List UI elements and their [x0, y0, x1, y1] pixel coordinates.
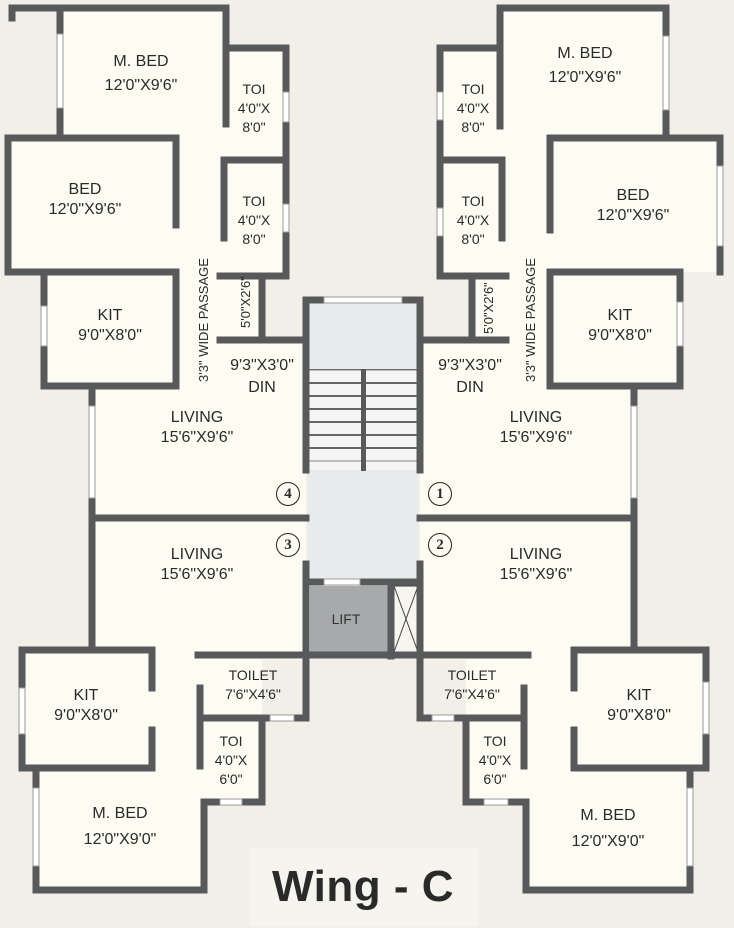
tr-din-label: 9'3"X3'0" DIN: [438, 356, 502, 398]
stair-divider: [361, 369, 366, 471]
flat-number-2: 2: [428, 533, 452, 557]
room-size: 4'0"X 8'0": [456, 212, 490, 247]
room-size: 4'0"X 8'0": [237, 100, 271, 135]
room-size: 9'0"X8'0": [54, 707, 118, 724]
room-name: TOI: [483, 733, 507, 749]
room-name: TOI: [461, 81, 485, 97]
room-size: 4'0"X 6'0": [214, 752, 248, 787]
room-name: KIT: [607, 307, 633, 324]
room-size: 9'3"X3'0": [438, 357, 502, 374]
tr-kit-label: KIT 9'0"X8'0": [588, 306, 652, 346]
room-name: M. BED: [92, 805, 148, 822]
room-name: DIN: [456, 379, 484, 396]
br-kit-label: KIT 9'0"X8'0": [607, 686, 671, 726]
room-size: 15'6"X9'6": [160, 566, 234, 583]
room-size: 9'3"X3'0": [230, 357, 294, 374]
room-size: 9'0"X8'0": [78, 327, 142, 344]
tr-mbed-label: M. BED 12'0"X9'6": [549, 44, 622, 88]
walls: [4, 4, 724, 894]
room-size: 4'0"X 8'0": [237, 212, 271, 247]
room-name: LIVING: [509, 409, 563, 426]
tr-toi2-label: TOI 4'0"X 8'0": [453, 192, 493, 249]
bl-toilet-label: TOILET 7'6"X4'6": [225, 666, 281, 704]
room-name: M. BED: [113, 53, 169, 70]
room-name: M. BED: [580, 807, 636, 824]
room-name: LIVING: [170, 409, 224, 426]
tr-duct-label: 5'0"X2'6": [481, 282, 496, 334]
room-size: 15'6"X9'6": [160, 429, 234, 446]
lift-shaft: [310, 586, 388, 652]
room-name: TOILET: [447, 667, 497, 683]
tl-bed-label: BED 12'0"X9'6": [49, 180, 122, 220]
flat-number-3: 3: [276, 533, 300, 557]
room-size: 7'6"X4'6": [225, 686, 281, 702]
room-size: 15'6"X9'6": [499, 566, 573, 583]
br-mbed-label: M. BED 12'0"X9'0": [572, 806, 645, 852]
room-size: 9'0"X8'0": [588, 327, 652, 344]
bl-mbed-label: M. BED 12'0"X9'0": [84, 804, 157, 850]
bl-living-label: LIVING 15'6"X9'6": [161, 545, 234, 585]
room-size: 12'0"X9'6": [104, 77, 178, 94]
tl-living-label: LIVING 15'6"X9'6": [161, 408, 234, 448]
room-size: 12'0"X9'6": [48, 201, 122, 218]
tr-bed-label: BED 12'0"X9'6": [597, 186, 670, 226]
room-name: BED: [616, 187, 650, 204]
tl-passage-label: 3'3" WIDE PASSAGE: [196, 258, 211, 382]
br-toi-label: TOI 4'0"X 6'0": [475, 732, 515, 789]
lift-label: LIFT: [331, 611, 361, 627]
tr-passage-label: 3'3" WIDE PASSAGE: [523, 258, 538, 382]
flat-number-4: 4: [276, 482, 300, 506]
room-size: 15'6"X9'6": [499, 429, 573, 446]
wing-title: Wing - C: [272, 862, 454, 911]
room-name: DIN: [248, 379, 276, 396]
br-living-label: LIVING 15'6"X9'6": [500, 545, 573, 585]
room-name: KIT: [97, 307, 123, 324]
br-toilet-label: TOILET 7'6"X4'6": [444, 666, 500, 704]
tr-toi1-label: TOI 4'0"X 8'0": [453, 80, 493, 137]
room-size: 12'0"X9'6": [548, 69, 622, 86]
tl-toi2-label: TOI 4'0"X 8'0": [234, 192, 274, 249]
room-name: KIT: [73, 687, 99, 704]
room-size: 7'6"X4'6": [444, 686, 500, 702]
room-name: TOI: [242, 81, 266, 97]
room-name: TOILET: [228, 667, 278, 683]
room-name: LIVING: [170, 546, 224, 563]
windows: [18, 33, 724, 867]
tl-kit-label: KIT 9'0"X8'0": [78, 306, 142, 346]
bl-toi-label: TOI 4'0"X 6'0": [211, 732, 251, 789]
wing-title-box: Wing - C: [250, 848, 478, 926]
bl-kit-label: KIT 9'0"X8'0": [54, 686, 118, 726]
room-name: TOI: [242, 193, 266, 209]
flat-number-1: 1: [428, 482, 452, 506]
tr-living-label: LIVING 15'6"X9'6": [500, 408, 573, 448]
tl-din-label: 9'3"X3'0" DIN: [230, 356, 294, 398]
tl-toi1-label: TOI 4'0"X 8'0": [234, 80, 274, 137]
tl-mbed-label: M. BED 12'0"X9'6": [105, 52, 178, 96]
room-size: 12'0"X9'0": [83, 831, 157, 848]
room-size: 4'0"X 6'0": [478, 752, 512, 787]
room-name: TOI: [461, 193, 485, 209]
room-size: 9'0"X8'0": [607, 707, 671, 724]
room-name: KIT: [626, 687, 652, 704]
room-size: 4'0"X 8'0": [456, 100, 490, 135]
room-size: 12'0"X9'6": [596, 207, 670, 224]
room-size: 12'0"X9'0": [571, 833, 645, 850]
room-name: LIVING: [509, 546, 563, 563]
room-name: M. BED: [557, 45, 613, 62]
tl-duct-label: 5'0"X2'6": [238, 276, 253, 328]
room-name: BED: [68, 181, 102, 198]
room-name: TOI: [219, 733, 243, 749]
